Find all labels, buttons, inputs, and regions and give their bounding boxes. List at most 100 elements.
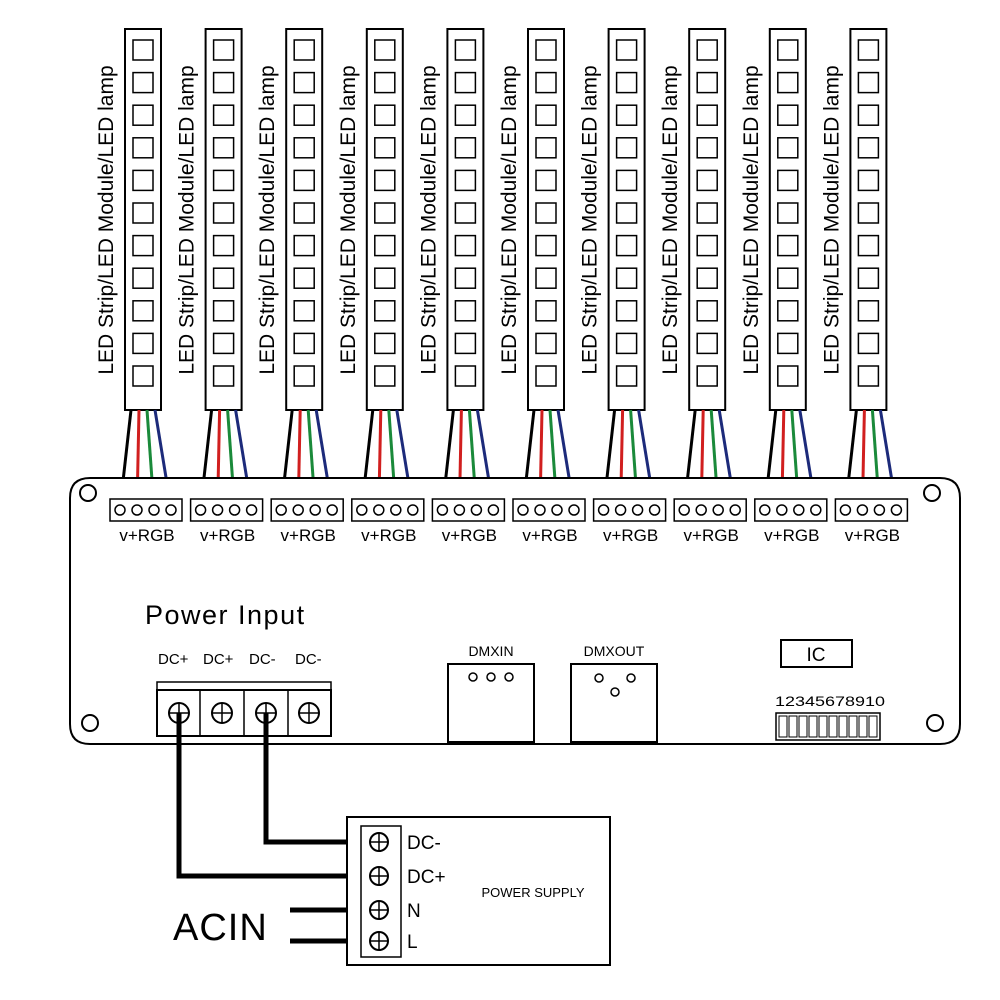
screw-icon — [369, 900, 389, 920]
led-segment — [535, 332, 557, 355]
dip-toggle — [828, 715, 838, 738]
led-segment — [212, 234, 235, 257]
led-strip: LED Strip/LED Module/LED lamp — [95, 28, 173, 509]
dc-plus-wire — [176, 713, 379, 879]
terminal-screw-icon — [326, 504, 338, 516]
led-segment — [293, 39, 315, 61]
led-segment — [696, 234, 718, 257]
led-segment — [615, 169, 638, 192]
terminal-screw-icon — [194, 504, 207, 516]
led-segment — [293, 71, 315, 94]
terminal-screw-icon — [810, 504, 822, 516]
ic-label: IC — [807, 645, 826, 666]
channel-terminal-block: v+RGB — [270, 498, 344, 545]
led-segment — [374, 39, 396, 61]
dmx-in-label: DMXIN — [468, 643, 513, 659]
channel-terminal-block: v+RGB — [512, 498, 586, 545]
channel-label: v+RGB — [361, 526, 416, 545]
led-segment — [535, 137, 557, 159]
led-segment — [454, 39, 477, 61]
led-segment — [857, 267, 880, 289]
terminal-screw-icon — [211, 504, 224, 516]
led-strip: LED Strip/LED Module/LED lamp — [337, 28, 415, 509]
channel-terminal-block: v+RGB — [673, 498, 747, 545]
led-segment — [696, 332, 718, 355]
terminal-screw-icon — [597, 504, 610, 516]
led-segment — [374, 365, 396, 387]
mounting-hole-top-left — [79, 484, 97, 502]
terminal-screw-icon — [729, 504, 741, 516]
led-segment — [615, 104, 638, 126]
led-segment — [212, 39, 235, 61]
led-segment — [454, 137, 477, 159]
terminal-screw-icon — [228, 504, 241, 516]
dip-toggle — [858, 715, 868, 738]
terminal-screw-icon — [470, 504, 483, 516]
led-segment — [777, 332, 799, 355]
led-segment — [777, 169, 799, 192]
screw-icon — [211, 702, 233, 724]
led-segment — [615, 332, 638, 355]
led-segment — [615, 365, 638, 387]
mounting-hole-bottom-left — [81, 714, 99, 732]
acin-label: ACIN — [173, 907, 268, 949]
led-strip: LED Strip/LED Module/LED lamp — [498, 28, 576, 509]
led-segment — [374, 267, 396, 289]
terminal-screw-icon — [245, 504, 258, 516]
led-segment — [374, 234, 396, 257]
led-segment — [696, 169, 718, 192]
led-segment — [212, 137, 235, 159]
led-segment — [777, 234, 799, 257]
led-segment — [535, 234, 557, 257]
led-segment — [777, 39, 799, 61]
board-outline — [69, 477, 961, 745]
dmx-in-port — [447, 663, 535, 743]
terminal-screw-icon — [839, 504, 852, 516]
led-segment — [777, 104, 799, 126]
led-segment — [696, 202, 718, 224]
power-input-terminal-block — [156, 681, 332, 737]
led-strip: LED Strip/LED Module/LED lamp — [176, 28, 254, 509]
led-segment — [696, 300, 718, 322]
led-segment — [777, 137, 799, 159]
power-input-terminal-label: DC- — [295, 651, 322, 668]
led-segment — [696, 267, 718, 289]
power-input-terminal-label: DC+ — [203, 651, 234, 668]
terminal-screw-icon — [356, 504, 368, 516]
led-segment — [696, 71, 718, 94]
strip-label: LED Strip/LED Module/LED lamp — [176, 65, 199, 374]
dip-toggle — [818, 715, 828, 738]
led-segment — [535, 202, 557, 224]
channel-label: v+RGB — [281, 526, 336, 545]
led-segment — [857, 365, 880, 387]
led-segment — [777, 267, 799, 289]
channel-label: v+RGB — [522, 526, 577, 545]
led-segment — [696, 365, 718, 387]
led-segment — [212, 71, 235, 94]
strip-label: LED Strip/LED Module/LED lamp — [417, 65, 440, 374]
channel-label: v+RGB — [603, 526, 658, 545]
led-segment — [374, 332, 396, 355]
channel-label: v+RGB — [764, 526, 819, 545]
led-segment — [777, 365, 799, 387]
strip-label: LED Strip/LED Module/LED lamp — [820, 65, 843, 374]
power-supply-terminal-label: DC- — [407, 833, 441, 854]
led-segment — [132, 267, 154, 289]
led-segment — [132, 71, 154, 94]
strip-label: LED Strip/LED Module/LED lamp — [740, 65, 763, 374]
terminal-screw-icon — [487, 504, 500, 516]
led-segment — [615, 267, 638, 289]
led-segment — [696, 39, 718, 61]
power-supply-terminal-label: N — [407, 901, 421, 922]
led-segment — [535, 365, 557, 387]
mounting-hole-bottom-right — [926, 714, 944, 732]
terminal-screw-icon — [275, 504, 287, 516]
led-segment — [857, 202, 880, 224]
led-segment — [374, 202, 396, 224]
led-segment — [293, 234, 315, 257]
terminal-screw-icon — [631, 504, 644, 516]
strip-label: LED Strip/LED Module/LED lamp — [498, 65, 521, 374]
led-segment — [535, 39, 557, 61]
power-input-terminal-label: DC+ — [158, 651, 189, 668]
led-segment — [132, 300, 154, 322]
